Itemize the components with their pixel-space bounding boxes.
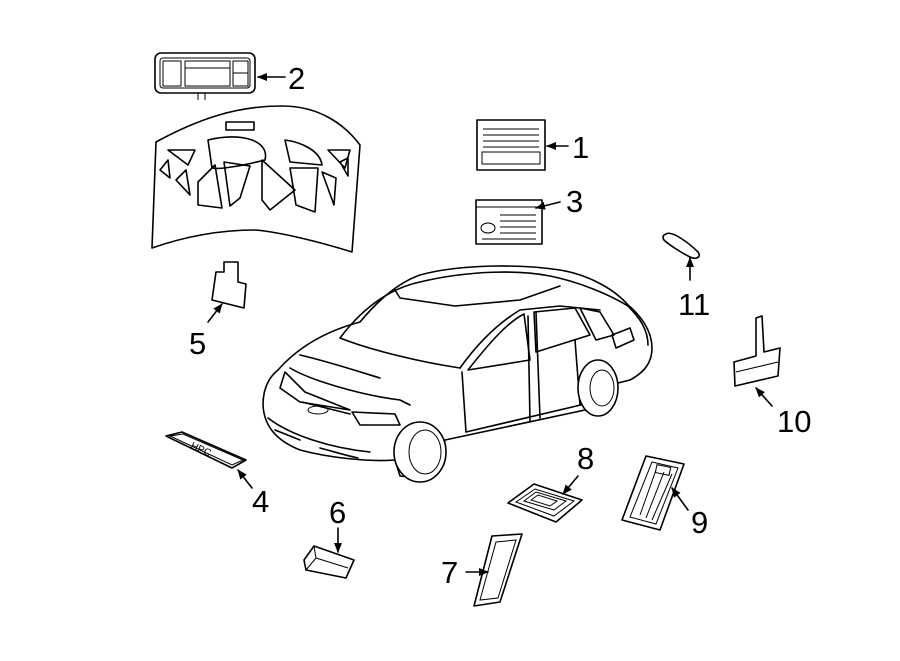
label-3 [475, 199, 543, 245]
callout-numbers: 1 2 3 4 5 6 7 8 9 10 11 [189, 61, 811, 590]
car-sedan [262, 265, 653, 483]
callout-8: 8 [577, 441, 594, 476]
label-6 [303, 545, 355, 579]
label-8 [507, 483, 583, 523]
label-9 [621, 455, 685, 531]
label-4-hpc: HPC [165, 431, 247, 469]
callout-10: 10 [777, 404, 811, 439]
hood-insulator [151, 105, 361, 253]
callout-3: 3 [566, 184, 583, 219]
label-5 [211, 261, 247, 309]
callout-7: 7 [441, 555, 458, 590]
label-1 [476, 119, 546, 171]
callout-9: 9 [691, 505, 708, 540]
leader-arrows [207, 73, 773, 576]
callout-11: 11 [678, 287, 710, 322]
label-7 [473, 533, 523, 607]
label-11 [662, 232, 701, 259]
callout-5: 5 [189, 326, 206, 361]
label-2 [154, 52, 256, 100]
callout-4: 4 [252, 484, 269, 519]
label-10 [733, 315, 781, 387]
callout-6: 6 [329, 495, 346, 530]
callout-1: 1 [572, 130, 589, 165]
callout-2: 2 [288, 61, 305, 96]
